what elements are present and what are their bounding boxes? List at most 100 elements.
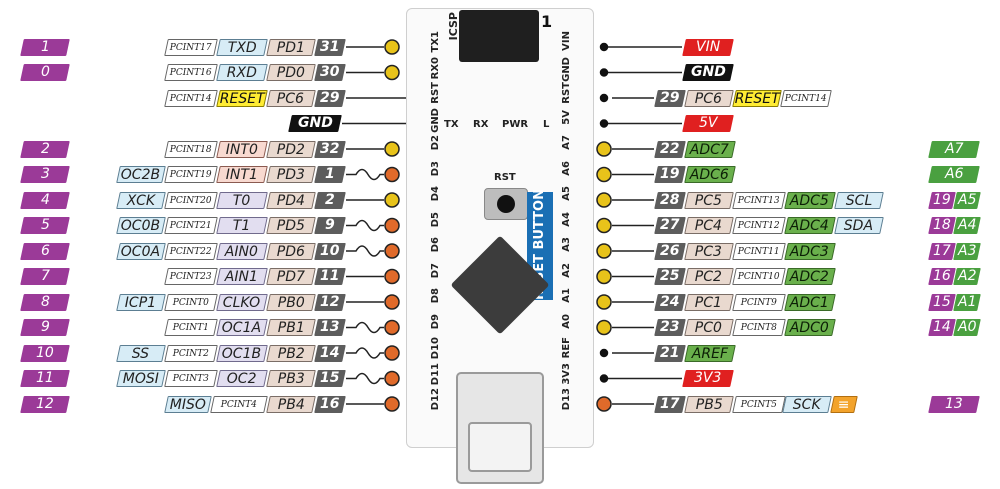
left-chip-pin-1: 1 xyxy=(314,166,346,183)
right-chip-pin-19-text: 19 xyxy=(660,166,680,182)
right-header-label-D13: D13 xyxy=(561,388,572,411)
left-pcint-PCINT23-text: PCINT23 xyxy=(169,272,212,282)
right-extra-SDA: SDA xyxy=(834,217,884,234)
left-extra-XCK: XCK xyxy=(116,191,166,209)
right-analog-A5: A5 xyxy=(953,191,981,209)
right-adc-ADC3-text: ADC3 xyxy=(790,243,830,260)
icsp-label: ICSP xyxy=(447,12,460,41)
left-func-AIN0: AIN0 xyxy=(216,242,268,260)
left-func-AIN1: AIN1 xyxy=(216,268,268,285)
left-port-PD5-text: PD5 xyxy=(276,218,305,234)
right-port-PC1: PC1 xyxy=(684,293,734,311)
left-gnd-label: GND xyxy=(288,115,342,132)
right-dot-3 xyxy=(599,119,609,128)
right-port-PC6-text: PC6 xyxy=(695,90,723,107)
right-pin-marker-10 xyxy=(596,294,612,310)
right-digital-14-text: 14 xyxy=(933,319,951,335)
right-digital-13-text: 13 xyxy=(945,395,963,412)
left-pin-marker-0 xyxy=(384,39,400,55)
right-pcint-PCINT10-text: PCINT10 xyxy=(737,272,780,282)
digital-pin-8-text: 8 xyxy=(40,293,50,310)
digital-pin-6-text: 6 xyxy=(40,242,50,259)
right-digital-19: 19 xyxy=(928,191,956,209)
right-analog-A7-text: A7 xyxy=(944,140,964,157)
left-func-MISO: MISO xyxy=(164,395,212,413)
led-l-label: L xyxy=(543,119,550,130)
left-pcint-PCINT16: PCINT16 xyxy=(164,64,218,81)
right-analog-A2-text: A2 xyxy=(957,268,977,284)
left-wire-5 xyxy=(346,168,384,181)
reset-button xyxy=(484,188,528,220)
right-chip-pin-29: 29 xyxy=(654,89,686,107)
digital-pin-10: 10 xyxy=(20,344,70,362)
left-func-CLKO-text: CLKO xyxy=(223,294,261,311)
left-pcint-PCINT3: PCINT3 xyxy=(164,370,218,387)
right-port-PC1-text: PC1 xyxy=(695,294,723,311)
right-adc-ADC7-text: ADC7 xyxy=(690,141,730,158)
left-func-TXD: TXD xyxy=(216,38,268,56)
left-port-PB0: PB0 xyxy=(266,293,316,311)
right-chip-pin-23: 23 xyxy=(654,319,686,336)
right-adc-AREF-text: AREF xyxy=(691,345,728,362)
right-pcint-PCINT11-text: PCINT11 xyxy=(737,246,780,257)
left-wire-12 xyxy=(346,347,384,359)
left-pcint-PCINT22-text: PCINT22 xyxy=(169,246,212,257)
right-chip-pin-25: 25 xyxy=(654,268,686,285)
digital-pin-1: 1 xyxy=(20,38,70,56)
right-pin-marker-6 xyxy=(596,192,612,208)
right-port-PB5: PB5 xyxy=(684,395,734,413)
left-chip-pin-2-text: 2 xyxy=(325,191,335,208)
left-chip-pin-9: 9 xyxy=(314,217,346,234)
left-func-T0-text: T0 xyxy=(233,192,251,209)
left-chip-pin-11-text: 11 xyxy=(320,268,340,284)
left-chip-pin-31: 31 xyxy=(314,38,346,56)
digital-pin-9-text: 9 xyxy=(40,319,50,335)
right-port-PC5: PC5 xyxy=(684,191,734,209)
right-power-VIN: VIN xyxy=(682,38,734,56)
left-extra-OC2B-text: OC2B xyxy=(121,167,161,183)
right-port-PC4: PC4 xyxy=(684,217,734,234)
right-digital-16-text: 16 xyxy=(933,268,951,284)
right-digital-15-text: 15 xyxy=(933,293,951,310)
digital-pin-0-text: 0 xyxy=(40,64,50,80)
right-pwm-marker-text: ≡ xyxy=(837,396,850,413)
left-port-PC6: PC6 xyxy=(266,89,316,107)
left-func-T1: T1 xyxy=(216,217,268,234)
left-pcint-PCINT20-text: PCINT20 xyxy=(169,195,212,206)
left-header-label-D12: D12 xyxy=(430,388,441,411)
left-extra-XCK-text: XCK xyxy=(126,192,155,209)
icsp-header xyxy=(459,10,539,62)
left-func-RXD: RXD xyxy=(216,64,268,81)
left-func-T1-text: T1 xyxy=(233,218,251,234)
led-pwr-label: PWR xyxy=(502,119,529,130)
left-pcint-PCINT14-text: PCINT14 xyxy=(169,93,212,104)
left-header-label-D9: D9 xyxy=(430,313,441,329)
digital-pin-12-text: 12 xyxy=(36,395,54,412)
right-adc-ADC5-text: ADC5 xyxy=(790,192,830,209)
left-func-OC1B-text: OC1B xyxy=(222,345,262,362)
right-chip-pin-26-text: 26 xyxy=(660,242,680,259)
right-adc-ADC1: ADC1 xyxy=(784,293,836,311)
right-chip-pin-17: 17 xyxy=(654,395,686,413)
digital-pin-0: 0 xyxy=(20,64,70,81)
left-port-PD4: PD4 xyxy=(266,191,316,209)
left-pin-marker-11 xyxy=(384,319,400,336)
right-header-label-A2: A2 xyxy=(561,262,572,278)
right-analog-A6: A6 xyxy=(928,166,980,183)
left-func-MISO-text: MISO xyxy=(169,396,206,413)
left-port-PB3: PB3 xyxy=(266,370,316,387)
right-analog-A1: A1 xyxy=(953,293,981,311)
left-extra-OC0A: OC0A xyxy=(116,242,166,260)
digital-pin-11: 11 xyxy=(20,370,70,387)
left-port-PB0-text: PB0 xyxy=(277,294,305,311)
left-func-AIN0-text: AIN0 xyxy=(225,243,259,260)
left-pcint-PCINT14: PCINT14 xyxy=(164,89,218,107)
left-chip-pin-12: 12 xyxy=(314,293,346,311)
right-extra-SCK-text: SCK xyxy=(792,396,821,413)
right-power-3V3-text: 3V3 xyxy=(694,370,722,386)
digital-pin-11-text: 11 xyxy=(36,370,54,386)
left-chip-pin-1-text: 1 xyxy=(325,166,335,182)
right-chip-pin-27: 27 xyxy=(654,217,686,234)
digital-pin-3-text: 3 xyxy=(40,166,50,182)
right-adc-ADC6-text: ADC6 xyxy=(690,167,730,183)
